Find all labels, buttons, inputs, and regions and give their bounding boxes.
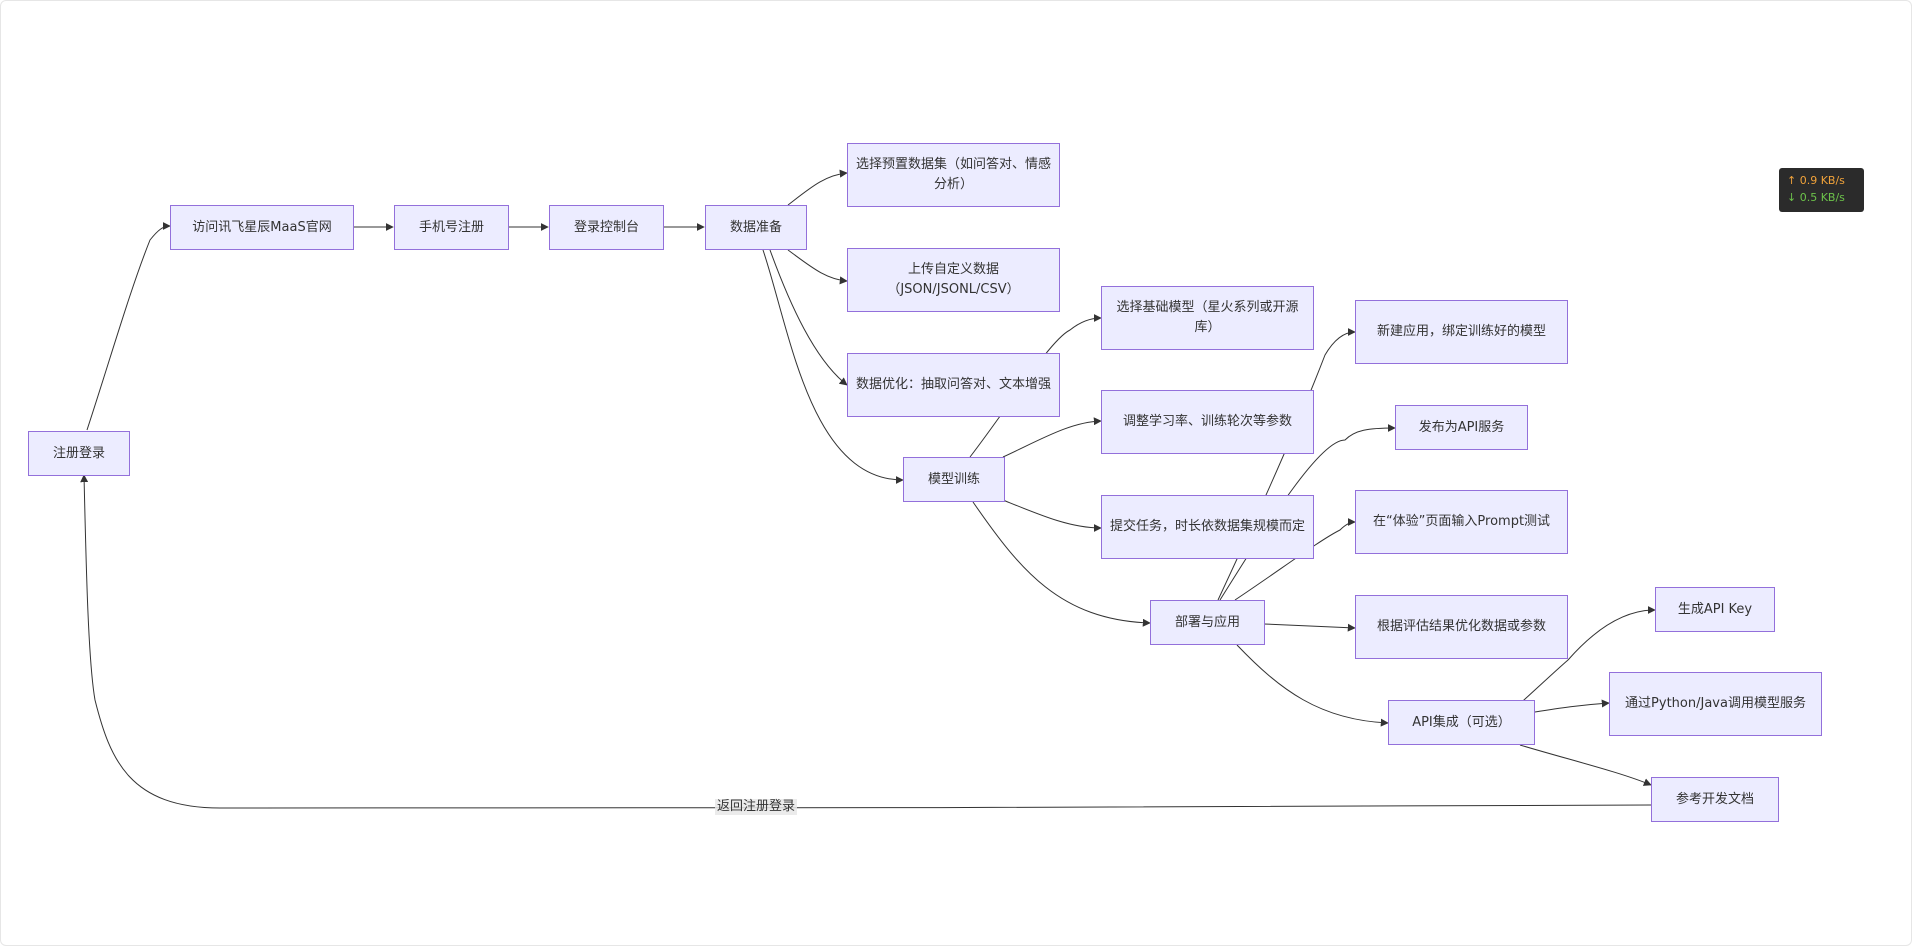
network-speed-widget: ↑ 0.9 KB/s ↓ 0.5 KB/s	[1779, 168, 1864, 212]
edge-training-to-submit	[1002, 499, 1102, 532]
edge-training-to-deploy	[972, 501, 1151, 627]
edge-deploy-to-api	[1236, 644, 1389, 727]
edge-data-to-training	[762, 249, 904, 484]
edge-training-to-base	[969, 314, 1102, 458]
edge-api-to-call	[1534, 699, 1610, 713]
node-upload-custom[interactable]: 上传自定义数据（JSON/JSONL/CSV）	[847, 248, 1060, 312]
edge-label-return-login: 返回注册登录	[715, 799, 798, 815]
edge-training-to-tune	[1002, 417, 1102, 458]
node-submit-task[interactable]: 提交任务，时长依数据集规模而定	[1101, 495, 1314, 559]
node-gen-api-key[interactable]: 生成API Key	[1655, 587, 1775, 632]
node-login-console[interactable]: 登录控制台	[549, 205, 664, 250]
node-model-training[interactable]: 模型训练	[903, 457, 1005, 502]
edge-data-to-upload	[787, 249, 848, 285]
node-publish-api[interactable]: 发布为API服务	[1395, 405, 1528, 450]
node-tune-params[interactable]: 调整学习率、训练轮次等参数	[1101, 390, 1314, 454]
node-prompt-test[interactable]: 在“体验”页面输入Prompt测试	[1355, 490, 1568, 554]
node-deploy-apply[interactable]: 部署与应用	[1150, 600, 1265, 645]
node-preset-dataset[interactable]: 选择预置数据集（如问答对、情感分析）	[847, 143, 1060, 207]
edge-deploy-to-newapp	[1217, 328, 1356, 601]
node-new-app[interactable]: 新建应用，绑定训练好的模型	[1355, 300, 1568, 364]
edge-data-to-optimize	[769, 249, 848, 386]
edge-deploy-to-prompt	[1234, 518, 1356, 601]
node-register-login[interactable]: 注册登录	[28, 431, 130, 476]
node-api-integration[interactable]: API集成（可选）	[1388, 700, 1535, 745]
node-call-python-java[interactable]: 通过Python/Java调用模型服务	[1609, 672, 1822, 736]
node-visit-site[interactable]: 访问讯飞星辰MaaS官网	[170, 205, 354, 250]
node-ref-docs[interactable]: 参考开发文档	[1651, 777, 1779, 822]
node-data-prep[interactable]: 数据准备	[705, 205, 807, 250]
download-speed: ↓ 0.5 KB/s	[1787, 191, 1845, 204]
node-data-optimize[interactable]: 数据优化：抽取问答对、文本增强	[847, 353, 1060, 417]
node-select-base-model[interactable]: 选择基础模型（星火系列或开源库）	[1101, 286, 1314, 350]
edge-deploy-to-eval	[1263, 623, 1356, 632]
edge-data-to-preset	[787, 169, 848, 206]
upload-speed: ↑ 0.9 KB/s	[1787, 174, 1845, 187]
edge-api-to-docs	[1519, 744, 1652, 786]
node-phone-register[interactable]: 手机号注册	[394, 205, 509, 250]
edge-register-to-visit	[86, 222, 171, 431]
node-optimize-by-eval[interactable]: 根据评估结果优化数据或参数	[1355, 595, 1568, 659]
